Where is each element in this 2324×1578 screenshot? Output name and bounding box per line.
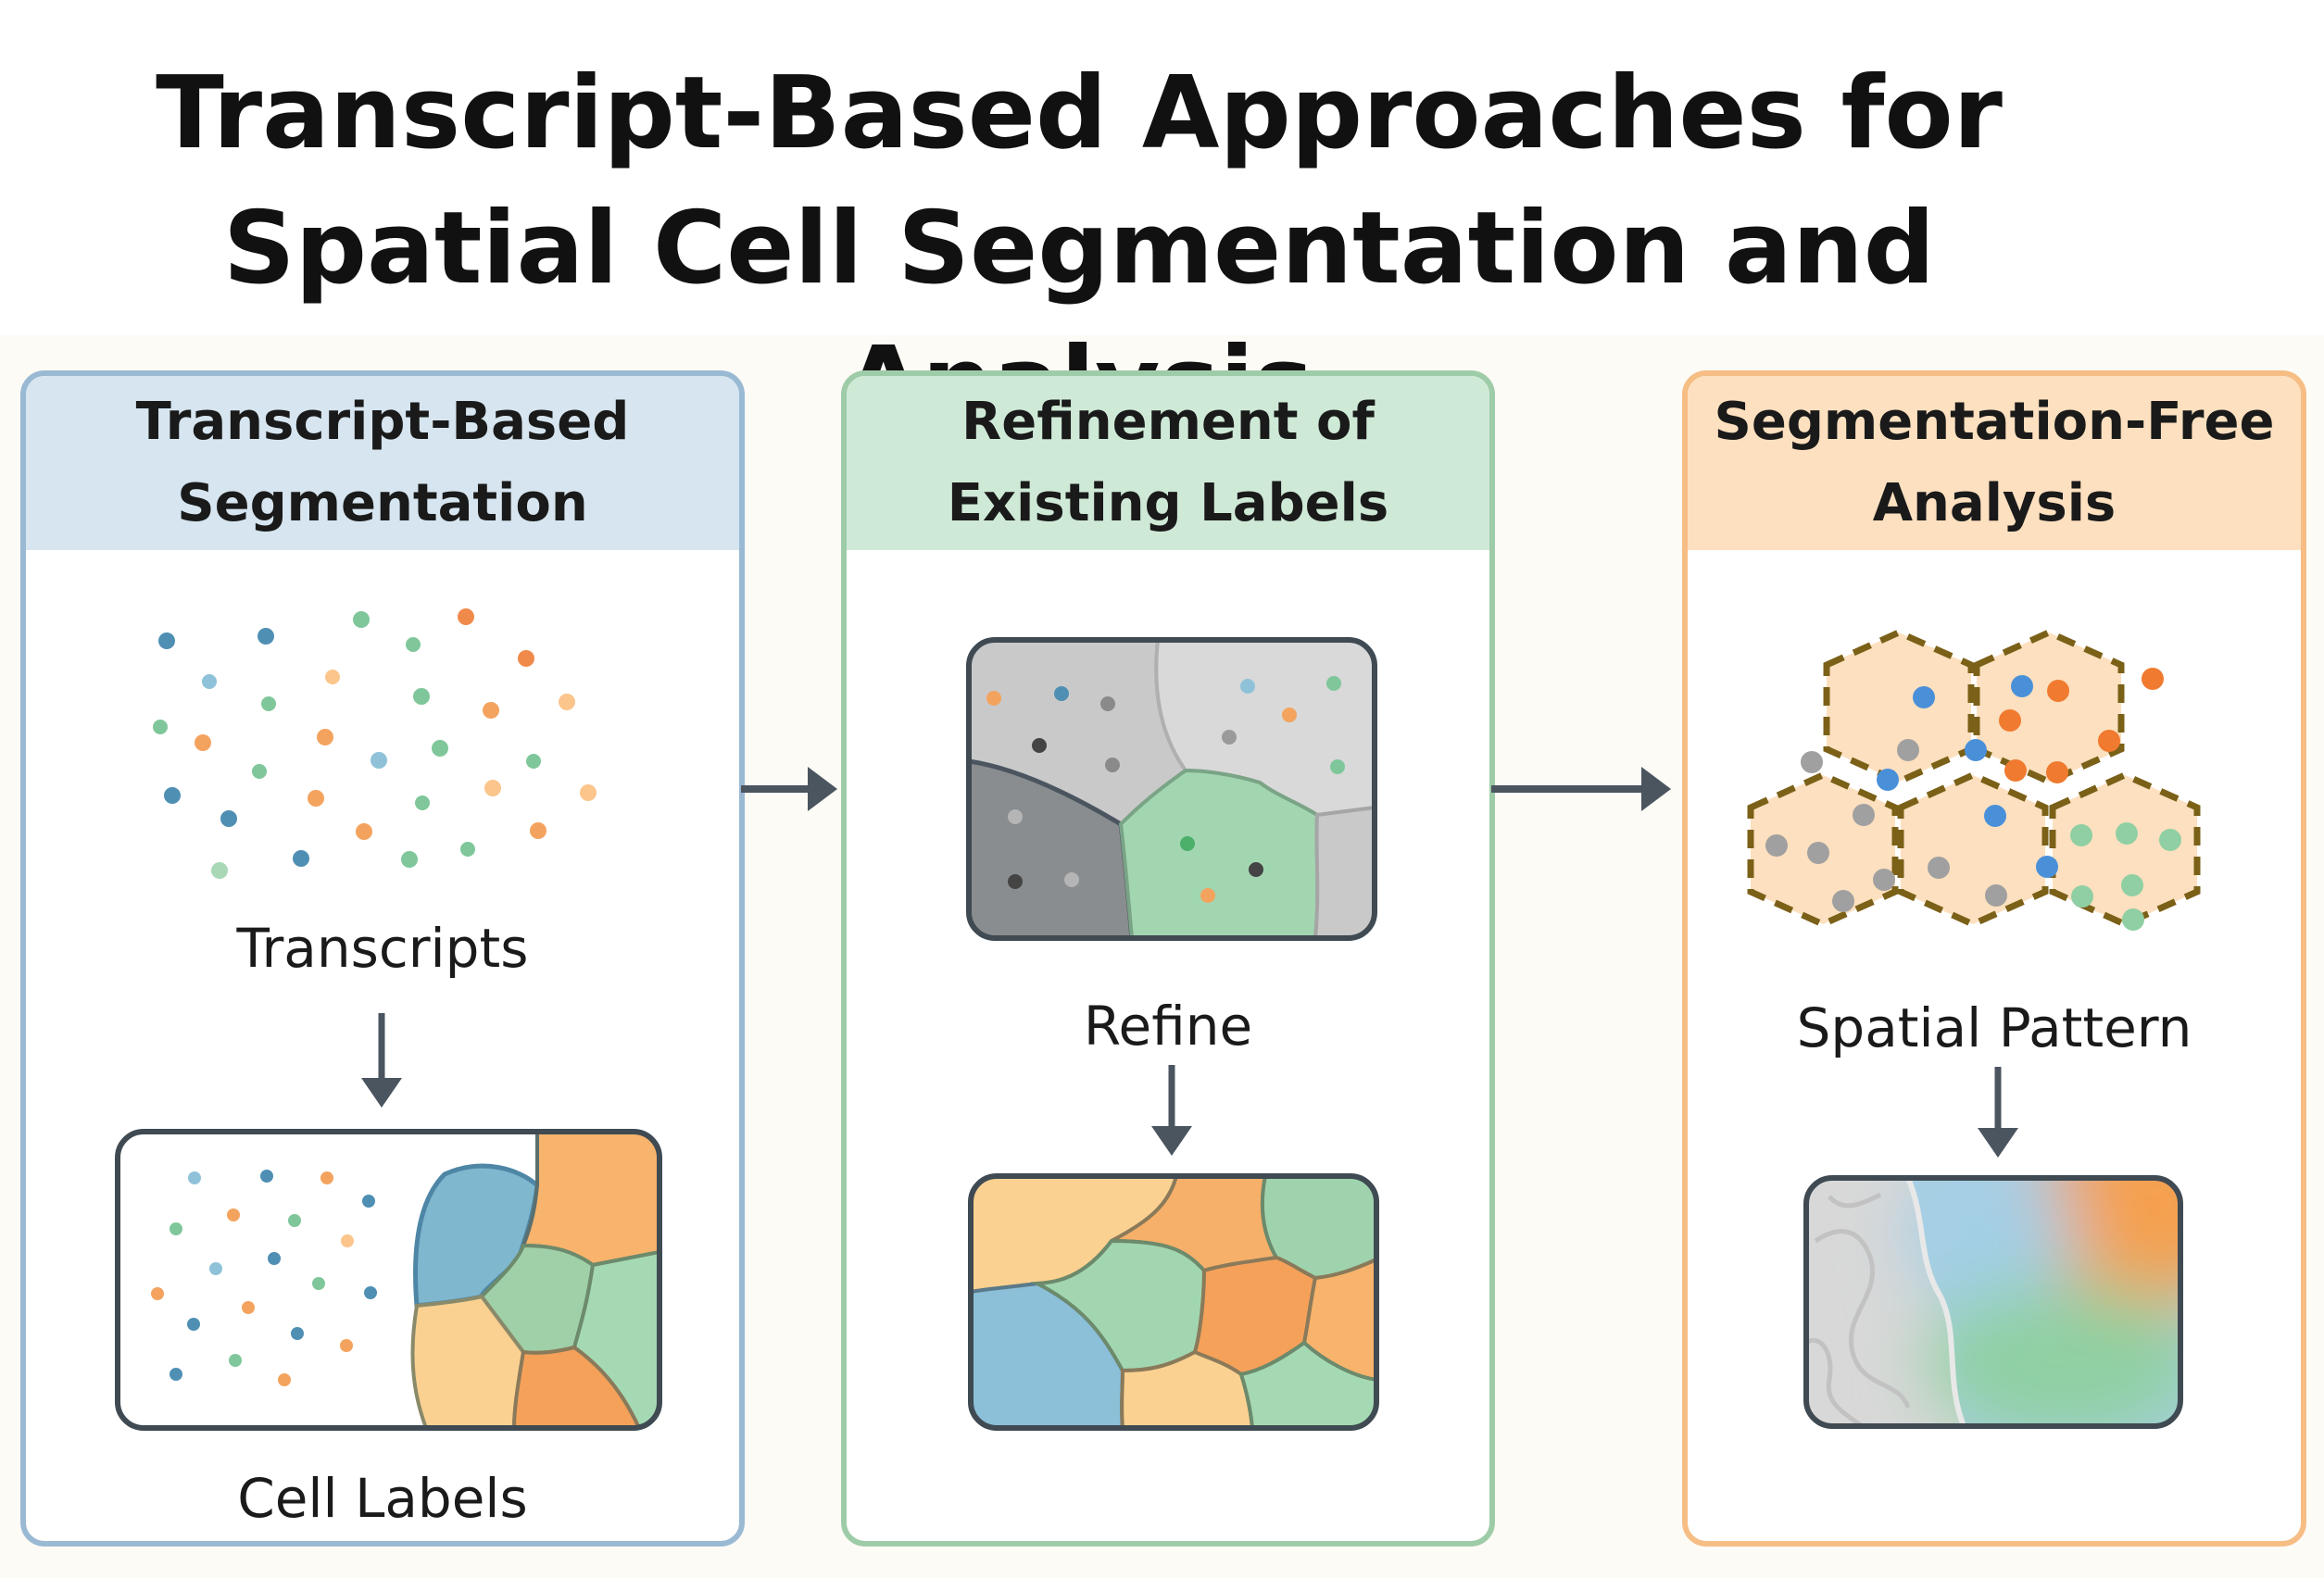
panel-3-heading-line-2: Analysis xyxy=(1872,473,2117,533)
refine-label: Refine xyxy=(1083,995,1253,1058)
panel-1-heading-line-1: Transcript-Based xyxy=(135,392,630,452)
panel-3-heading: Segmentation-Free Analysis xyxy=(1688,376,2301,550)
down-arrow-panel-1 xyxy=(361,1013,402,1108)
hexagon xyxy=(2049,771,2201,928)
figure-title: Transcript-Based Approaches for Spatial … xyxy=(0,46,2158,452)
refined-labels-box xyxy=(968,1173,1379,1431)
spatial-pattern-label: Spatial Pattern xyxy=(1796,996,2192,1059)
title-line-1: Transcript-Based Approaches for xyxy=(156,56,2003,171)
existing-labels-box xyxy=(966,637,1377,941)
down-arrow-panel-2 xyxy=(1151,1065,1192,1156)
connector-arrow-2 xyxy=(1491,767,1671,811)
hexagon xyxy=(1973,629,2125,785)
hexagon xyxy=(1823,629,1975,785)
down-arrow-panel-3 xyxy=(1978,1067,2018,1158)
spatial-pattern-box xyxy=(1803,1175,2183,1429)
hexagon-grid xyxy=(1747,629,2201,928)
panel-3-heading-line-1: Segmentation-Free xyxy=(1714,392,2275,452)
transcripts-label: Transcripts xyxy=(236,917,529,980)
panel-1-heading: Transcript-Based Segmentation xyxy=(26,376,739,550)
hexagon xyxy=(1897,771,2049,928)
cell-labels-box xyxy=(115,1129,662,1431)
transcript-dots xyxy=(153,608,597,879)
panel-2-heading-line-2: Existing Labels xyxy=(947,473,1389,533)
connector-arrow-1 xyxy=(741,767,837,811)
cell-labels-label: Cell Labels xyxy=(237,1467,528,1530)
hexagon-dots xyxy=(1765,668,2181,931)
panel-2-heading-line-1: Refinement of xyxy=(961,392,1375,452)
panel-2-heading: Refinement of Existing Labels xyxy=(847,376,1489,550)
panel-1-heading-line-2: Segmentation xyxy=(177,473,588,533)
